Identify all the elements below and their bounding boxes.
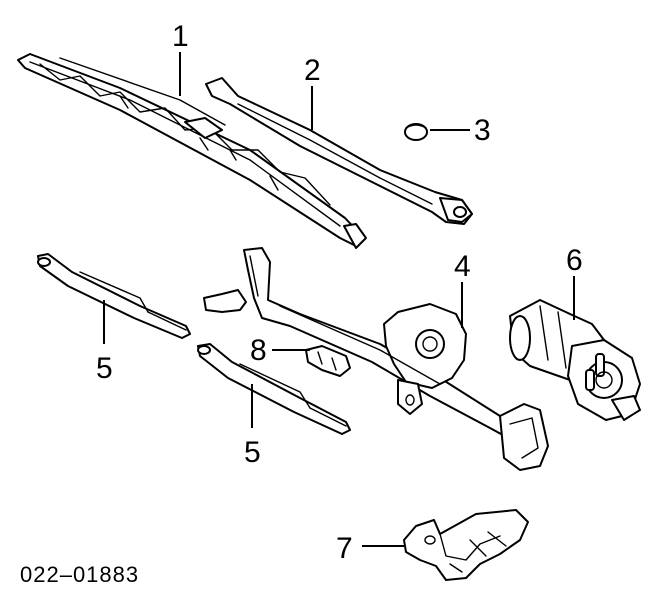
- callout-1: 1: [172, 20, 189, 53]
- wiper-linkage-frame-part: [203, 247, 549, 471]
- wiper-motor-part: [509, 299, 641, 421]
- callout-5-lower: 5: [244, 436, 261, 469]
- clip-part: [305, 345, 351, 377]
- linkage-rod-part-upper: [37, 253, 191, 339]
- callout-6: 6: [566, 244, 583, 277]
- linkage-rod-part-lower: [197, 343, 351, 435]
- bracket-part: [403, 509, 529, 581]
- callout-2: 2: [304, 54, 321, 87]
- callout-4: 4: [454, 250, 471, 283]
- wiper-blade-part: [17, 53, 367, 249]
- callout-3: 3: [474, 114, 491, 147]
- callout-8: 8: [250, 334, 267, 367]
- callout-5-upper: 5: [96, 352, 113, 385]
- wiper-arm-part: [205, 77, 473, 225]
- callout-7: 7: [336, 532, 353, 565]
- leader-lines: [103, 52, 575, 547]
- nut-cap-part: [404, 123, 428, 141]
- diagram-code: 022–01883: [20, 562, 139, 587]
